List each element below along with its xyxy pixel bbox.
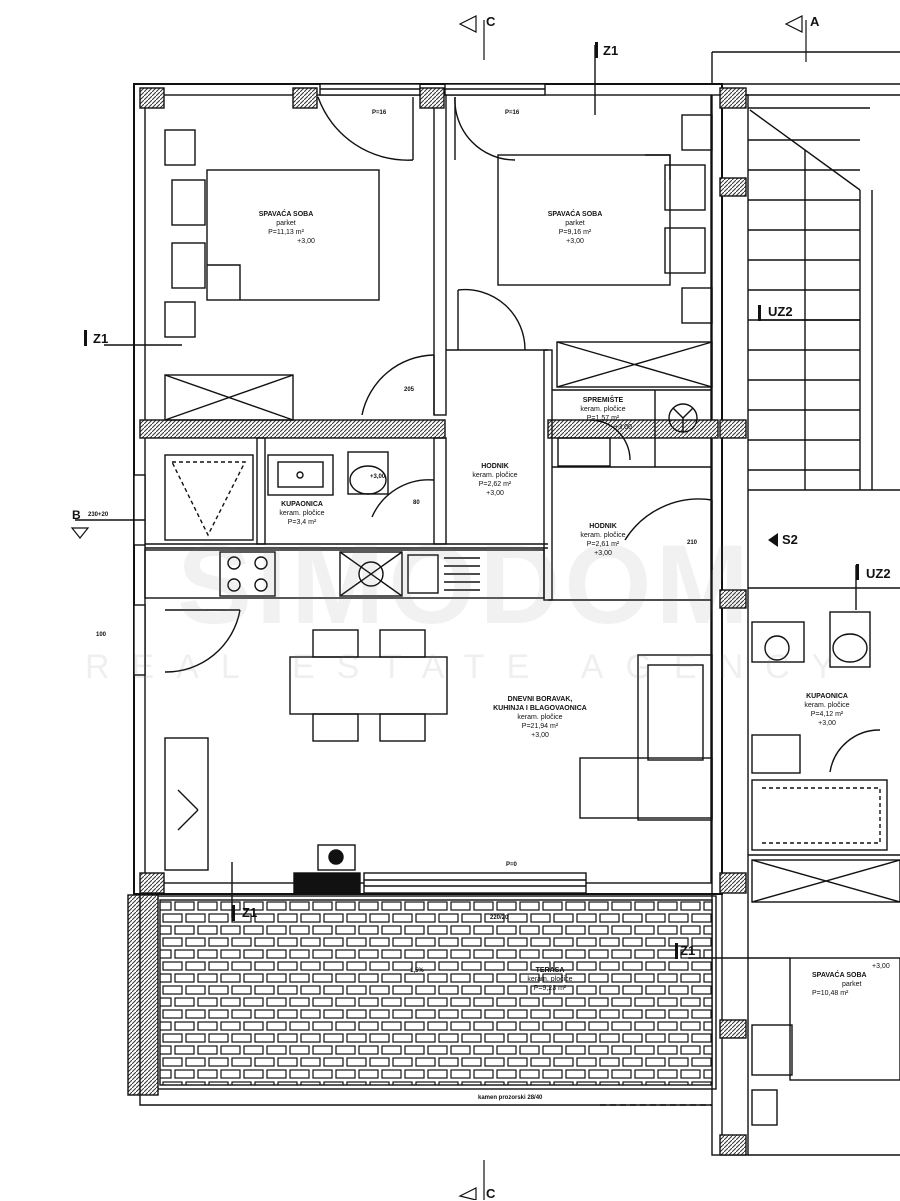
outer-wall [133, 83, 723, 895]
tag-s2: S2 [782, 532, 798, 547]
tag-z1-top: Z1 [603, 43, 619, 58]
door-width: 80 [413, 500, 420, 506]
room-label-bathroom-1: KUPAONICA keram. pločice P=3,4 m² [279, 501, 325, 526]
door-height: 210 [687, 540, 698, 546]
sill-height-1: P=16 [372, 110, 387, 116]
bed-2 [497, 154, 671, 286]
tag-uz2-lower: UZ2 [866, 566, 891, 581]
wardrobe-2 [556, 341, 713, 388]
room-label-bathroom-2: KUPAONICA keram. pločice P=4,12 m² +3,00 [804, 693, 850, 727]
sill-height-3: P=0 [506, 862, 517, 868]
door-height-2: 205 [404, 387, 415, 393]
sofa [579, 757, 713, 819]
dining-table [289, 656, 448, 715]
tag-z1-right: Z1 [680, 943, 696, 958]
kitchen-counter [144, 549, 545, 599]
room-label-terrace: TERASA keram. pločice P=9,23 m² [527, 967, 573, 992]
toilet-1 [347, 451, 389, 495]
room-label-hall-2: HODNIK keram. pločice P=2,61 m² +3,00 [580, 523, 626, 557]
terrace-dimension: 220/20 [490, 915, 509, 921]
section-marker-a: A [810, 14, 820, 29]
room-label-storage: SPREMIŠTE keram. pločice P=1,57 m² +3,00 [580, 397, 632, 431]
section-marker-c: C [486, 14, 496, 29]
bed-1 [206, 169, 380, 301]
opening-width: 100 [96, 632, 107, 638]
terrace-edge-label: kamen prozorski 28/40 [478, 1095, 543, 1101]
window-dimension-b: 230+20 [88, 512, 109, 518]
sill-height-2: P=16 [505, 110, 520, 116]
tag-z1-terrace: Z1 [242, 905, 258, 920]
terrace-slope: 1,5% [410, 968, 424, 974]
room-label-bedroom-1: SPAVAĆA SOBA parket P=11,13 m² +3,00 [258, 211, 315, 245]
room-label-hall-1: HODNIK keram. pločice P=2,62 m² +3,00 [472, 463, 518, 497]
section-marker-b: B [72, 508, 81, 522]
tag-z1-left: Z1 [93, 331, 109, 346]
section-marker-c-bottom: C [486, 1186, 496, 1201]
bedroom-wall [139, 419, 446, 439]
watermark-logo: SIMODOM [177, 522, 753, 647]
terrace-tiles [159, 899, 713, 1086]
watermark-tagline: REAL ESTATE AGENCY [85, 648, 857, 686]
bathroom-1-height: +3,00 [370, 474, 386, 480]
sink-1 [267, 454, 334, 496]
room-label-bedroom-3: +3,00 SPAVAĆA SOBA parket P=10,48 m² [812, 963, 890, 997]
wardrobe-1 [164, 374, 294, 421]
tag-uz2-upper: UZ2 [768, 304, 793, 319]
room-label-bedroom-2: SPAVAĆA SOBA parket P=9,16 m² +3,00 [547, 211, 603, 245]
room-label-living: DNEVNI BORAVAK, KUHINJA I BLAGOVAONICA k… [493, 696, 587, 739]
